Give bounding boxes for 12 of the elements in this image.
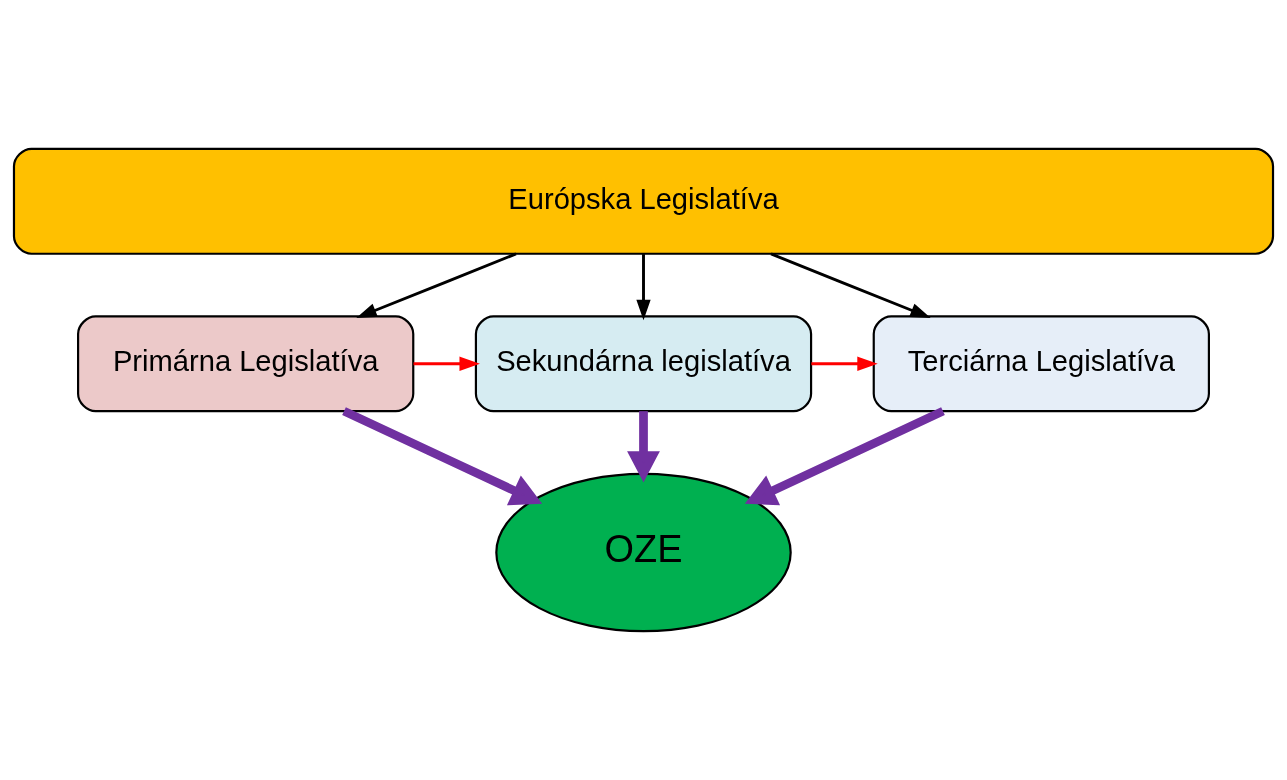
node-box: Sekundárna legislatíva <box>474 315 813 413</box>
arrow <box>342 407 543 506</box>
arrow <box>356 252 517 318</box>
arrow <box>636 254 651 321</box>
arrow <box>770 252 931 318</box>
node-box: Európska Legislatíva <box>12 147 1275 255</box>
node-box: Terciárna Legislatíva <box>872 315 1210 413</box>
arrow <box>744 407 945 506</box>
arrow <box>413 356 480 371</box>
arrow <box>627 411 660 483</box>
arrow <box>811 356 878 371</box>
node-box: Primárna Legislatíva <box>77 315 415 413</box>
